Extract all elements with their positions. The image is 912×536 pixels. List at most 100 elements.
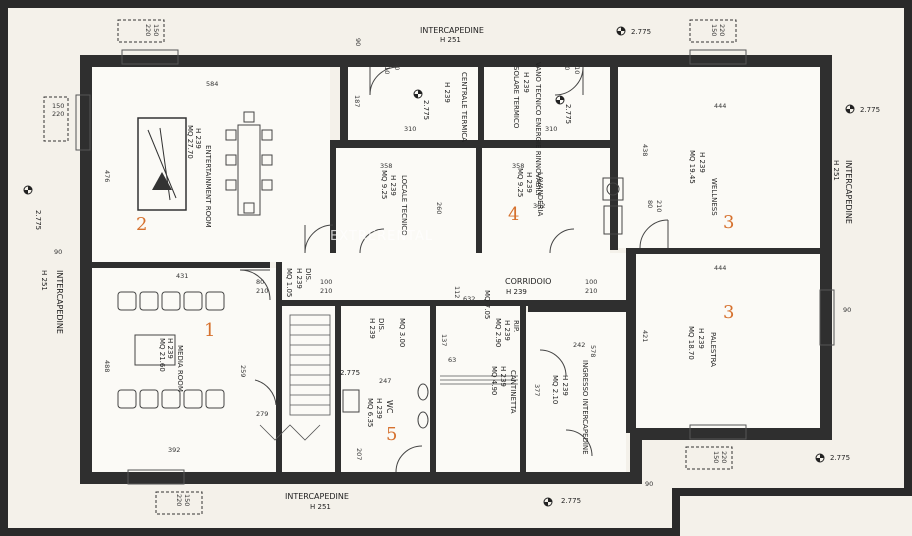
elev-centrale: 2.775	[422, 100, 430, 120]
room-dis2-area: MQ 3.00	[398, 318, 406, 347]
room-lavanderia-h: H 239	[525, 172, 533, 193]
room-wellness-h: H 239	[698, 152, 706, 173]
dim-220-bottom-right: 220	[720, 451, 728, 463]
dim-220-top-right: 220	[718, 24, 726, 36]
elev-top-right: 2.775	[631, 28, 651, 36]
dim-210-f: 210	[256, 287, 268, 295]
intercapedine-right: INTERCAPEDINE	[844, 160, 853, 224]
room-wellness-area: MQ 19.45	[688, 150, 696, 184]
dim-444a: 444	[714, 102, 726, 110]
room-rip-h: H 239	[503, 320, 511, 341]
dimension-labels: 584 476 431 488 392 310 310 187 358 358 …	[52, 24, 851, 506]
room-lavanderia-number: 4	[508, 204, 519, 225]
building-walls	[80, 55, 832, 484]
elevation-marker-fill	[544, 498, 552, 506]
room-media-h: H 239	[166, 338, 174, 359]
room-media-number: 1	[204, 320, 215, 341]
room-wc-name: WC	[385, 400, 394, 414]
dim-90-right: 90	[843, 306, 851, 314]
elevation-markers	[23, 26, 855, 507]
room-locale-name: LOCALE TECNICO	[400, 175, 408, 236]
dim-90-left: 90	[54, 248, 62, 256]
room-locale-area: MQ 9.25	[380, 170, 388, 199]
intercapedine-left: INTERCAPEDINE	[55, 270, 64, 334]
dim-150-top: 150	[152, 24, 160, 36]
room-palestra-h: H 239	[697, 328, 705, 349]
elevation-marker-fill	[617, 27, 625, 35]
elevation-marker-fill	[414, 90, 422, 98]
dim-100-b: 100	[585, 278, 597, 286]
dim-80-d: 80	[256, 278, 264, 286]
room-floors	[92, 67, 820, 472]
room-wc-h: H 239	[375, 398, 383, 419]
intercapedine-right-h: H 251	[832, 160, 840, 181]
room-cantinetta-area: MQ 4.90	[490, 366, 498, 395]
dim-100: 100	[320, 278, 332, 286]
room-ingresso-h: H 239	[561, 375, 569, 396]
dim-80-b: 80	[563, 62, 571, 70]
doors	[239, 66, 669, 473]
room-cantinetta-name: CANTINETTA	[509, 370, 517, 414]
staircase	[259, 314, 331, 441]
elevation-marker-fill	[556, 96, 564, 104]
billiard-table	[137, 117, 187, 211]
room-wellness-name: WELLNESS	[710, 178, 718, 216]
intercapedine-top: INTERCAPEDINE	[420, 26, 484, 35]
dim-578: 578	[589, 345, 597, 357]
elevation-marker-fill	[24, 186, 32, 194]
room-dis1-name: DIS.	[304, 268, 312, 282]
room-dis1-area: MQ 1.05	[285, 268, 293, 297]
dim-310b: 310	[545, 125, 557, 133]
room-dis2-name: DIS.	[377, 318, 385, 332]
room-cantinetta-h: H 239	[499, 366, 507, 387]
dim-310a: 310	[404, 125, 416, 133]
dim-112: 112	[453, 286, 461, 298]
dim-242: 242	[573, 341, 585, 349]
room-wc-area: MQ 6.35	[366, 398, 374, 427]
dim-90-bottom: 90	[645, 480, 653, 488]
elev-wc: 2.775	[340, 369, 360, 377]
room-rip-area: MQ 2.90	[494, 318, 502, 347]
room-entertainment-h: H 239	[194, 128, 202, 149]
cinema-seats	[117, 291, 225, 409]
dim-220-bottom: 220	[175, 494, 183, 506]
intercapedine-bottom: INTERCAPEDINE	[285, 492, 349, 501]
dim-438: 438	[641, 144, 649, 156]
elevation-marker-fill	[816, 454, 824, 462]
dim-150-top-right: 150	[710, 24, 718, 36]
room-lavanderia-name: LAVANDERIA	[536, 172, 544, 217]
dim-210-b: 210	[573, 62, 581, 74]
dim-90-top: 90	[354, 38, 362, 46]
dim-260: 260	[435, 202, 443, 214]
room-palestra-number: 3	[723, 302, 734, 323]
dim-63: 63	[448, 356, 456, 364]
dim-187: 187	[353, 95, 361, 107]
room-entertainment-area: MQ 27.70	[186, 125, 194, 159]
window-sills	[43, 19, 737, 515]
room-locale-h: H 239	[389, 175, 397, 196]
room-vano-name: VANO TECNICO ENERGIE RINNOVABILI	[534, 62, 542, 195]
room-entertainment-number: 2	[136, 214, 147, 235]
dim-392: 392	[168, 446, 180, 454]
room-corridoio-name: CORRIDOIO	[505, 277, 551, 286]
elevation-marker-fill	[846, 105, 854, 113]
room-dis2-h: H 239	[368, 318, 376, 339]
elevation-labels: 2.775 2.775 2.775 2.775 2.775 2.775 2.77…	[34, 28, 880, 505]
room-ingresso-area: MQ 2.10	[551, 375, 559, 404]
room-media-area: MQ 21.60	[158, 338, 166, 372]
watermark: EXTRERENTAL	[330, 229, 433, 244]
room-vano-h: H 239	[522, 72, 530, 93]
dim-302: 302	[533, 202, 545, 210]
dim-431: 431	[176, 272, 188, 280]
room-entertainment-name: ENTERTAINMENT ROOM	[204, 145, 212, 228]
elev-bottom-right: 2.775	[830, 454, 850, 462]
room-wellness-number: 3	[723, 212, 734, 233]
dim-444b: 444	[714, 264, 726, 272]
room-centrale-h: H 239	[443, 82, 451, 103]
dim-150-left: 150	[52, 102, 64, 110]
elev-left: 2.775	[34, 210, 42, 230]
dim-488: 488	[103, 360, 111, 372]
dim-210-e: 210	[585, 287, 597, 295]
